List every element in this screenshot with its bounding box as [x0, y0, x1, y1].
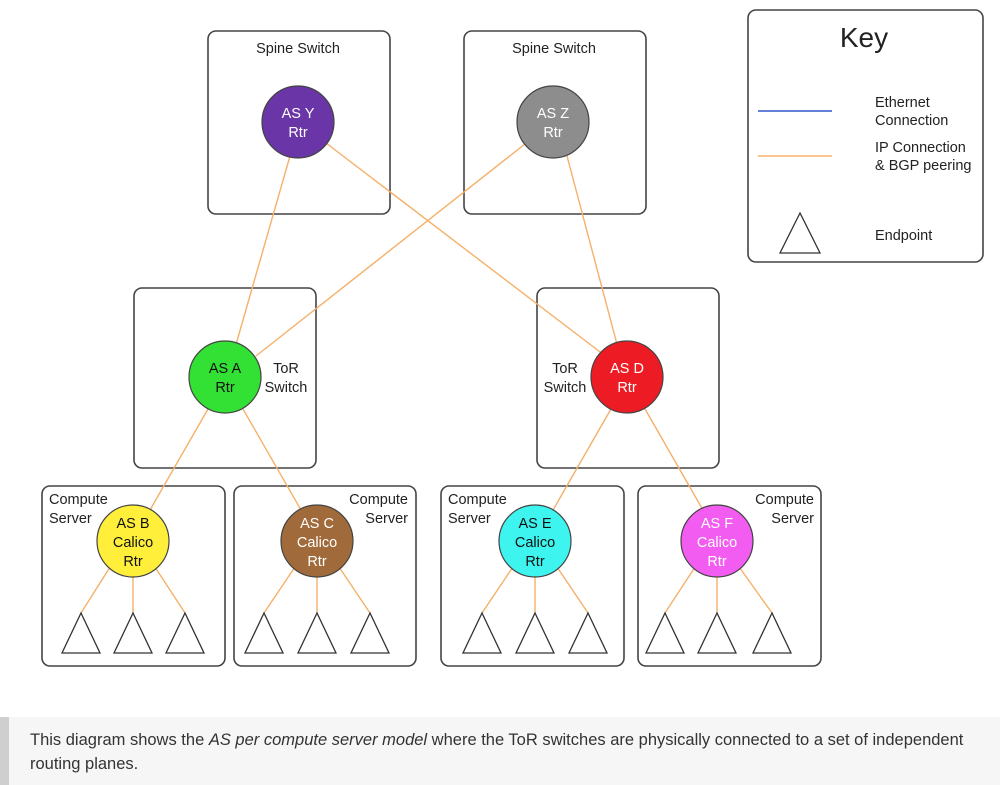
- router-node-circle: [680, 504, 754, 578]
- endpoint-triangle-icon: [243, 611, 285, 654]
- router-node-circle: [261, 85, 335, 159]
- link-asb-endpoint-1: [80, 563, 113, 614]
- endpoint-triangle-icon: [696, 611, 738, 654]
- endpoint-triangle-icon: [567, 611, 609, 654]
- endpoint-triangle-icon: [296, 611, 338, 654]
- ip-connections: [80, 139, 773, 614]
- router-node-label-1: AS D: [610, 361, 644, 377]
- router-node-label-1: AS E: [518, 516, 551, 532]
- ip-legend-label-2: & BGP peering: [875, 158, 971, 174]
- router-node-circle: [516, 85, 590, 159]
- endpoint-triangle-icon: [349, 611, 391, 654]
- compute-server-label-1: Compute: [448, 492, 507, 508]
- key-title: Key: [840, 22, 888, 53]
- compute-server-label-2: Server: [365, 511, 408, 527]
- router-as-d: AS D Rtr: [590, 340, 664, 414]
- spine-switch-label: Spine Switch: [256, 41, 340, 57]
- router-node-label-2: Calico: [515, 535, 555, 551]
- endpoint-legend-label: Endpoint: [875, 228, 932, 244]
- router-node-circle: [498, 504, 572, 578]
- compute-server-label-1: Compute: [349, 492, 408, 508]
- router-as-b: AS B Calico Rtr: [96, 504, 170, 578]
- link-asa-asc: [242, 408, 302, 511]
- ethernet-legend-label-2: Connection: [875, 113, 948, 129]
- router-node-label-2: Rtr: [543, 125, 563, 141]
- compute-server-label-1: Compute: [49, 492, 108, 508]
- endpoint-triangle-icon: [514, 611, 556, 654]
- endpoint-triangle-icon: [164, 611, 206, 654]
- link-asa-asb: [149, 408, 209, 511]
- caption-text-before: This diagram shows the: [30, 731, 209, 749]
- tor-switch-label-2: Switch: [544, 380, 587, 396]
- router-node-label-2: Rtr: [215, 380, 235, 396]
- caption-text-after: where the ToR switches are physically co…: [30, 731, 964, 773]
- link-asd-ase: [552, 408, 612, 511]
- router-as-a: AS A Rtr: [188, 340, 262, 414]
- link-asd-asf: [644, 408, 704, 511]
- caption-note: This diagram shows the AS per compute se…: [0, 717, 1000, 785]
- router-node-label-2: Rtr: [288, 125, 308, 141]
- link-asf-endpoint-3: [736, 563, 773, 614]
- router-node-label-3: Rtr: [307, 554, 327, 570]
- link-asy-asd: [325, 142, 605, 356]
- router-node-label-2: Calico: [297, 535, 337, 551]
- ethernet-legend-label-1: Ethernet: [875, 95, 930, 111]
- router-node-label-3: Rtr: [525, 554, 545, 570]
- router-as-c: AS C Calico Rtr: [280, 504, 354, 578]
- router-node-label-2: Calico: [113, 535, 153, 551]
- router-node-label-3: Rtr: [123, 554, 143, 570]
- link-ase-endpoint-3: [554, 563, 589, 614]
- router-node-label-3: Rtr: [707, 554, 727, 570]
- compute-server-label-2: Server: [49, 511, 92, 527]
- link-asb-endpoint-3: [152, 563, 186, 614]
- key-panel: Key Ethernet Connection IP Connection & …: [747, 9, 984, 263]
- router-as-y: AS Y Rtr: [261, 85, 335, 159]
- router-node-label-2: Rtr: [617, 380, 637, 396]
- router-as-e: AS E Calico Rtr: [498, 504, 572, 578]
- router-node-circle: [188, 340, 262, 414]
- link-asc-endpoint-3: [336, 563, 371, 614]
- router-as-z: AS Z Rtr: [516, 85, 590, 159]
- endpoint-triangle-icon: [461, 611, 503, 654]
- endpoint-triangle-icon: [751, 611, 793, 654]
- key-box: [747, 9, 984, 263]
- router-node-circle: [96, 504, 170, 578]
- compute-server-label-1: Compute: [755, 492, 814, 508]
- router-node-circle: [280, 504, 354, 578]
- ip-legend-label-1: IP Connection: [875, 140, 966, 156]
- router-node-label-1: AS C: [300, 516, 334, 532]
- endpoint-legend-icon: [778, 211, 822, 254]
- router-node-label-1: AS A: [209, 361, 242, 377]
- spine-switch-label: Spine Switch: [512, 41, 596, 57]
- endpoint-triangle-icon: [112, 611, 154, 654]
- router-node-label-1: AS B: [116, 516, 149, 532]
- tor-switch-label-2: Switch: [265, 380, 308, 396]
- router-node-label-1: AS Z: [537, 106, 569, 122]
- tor-switch-label-1: ToR: [552, 361, 578, 377]
- compute-server-label-2: Server: [771, 511, 814, 527]
- router-node-label-1: AS F: [701, 516, 733, 532]
- link-ase-endpoint-1: [481, 563, 516, 614]
- link-asz-asd: [566, 155, 619, 349]
- caption-emphasis: AS per compute server model: [208, 731, 428, 749]
- router-as-f: AS F Calico Rtr: [680, 504, 754, 578]
- endpoint-triangle-icon: [60, 611, 102, 654]
- router-node-circle: [590, 340, 664, 414]
- compute-server-label-2: Server: [448, 511, 491, 527]
- endpoint-triangle-icon: [644, 611, 686, 654]
- link-asy-asa: [234, 155, 291, 349]
- endpoints: [60, 611, 793, 654]
- router-node-label-2: Calico: [697, 535, 737, 551]
- router-node-label-1: AS Y: [282, 106, 315, 122]
- network-diagram: Key Ethernet Connection IP Connection & …: [41, 9, 984, 667]
- tor-switch-label-1: ToR: [273, 361, 299, 377]
- link-asz-asa: [255, 139, 531, 357]
- link-asf-endpoint-1: [664, 563, 698, 614]
- link-asc-endpoint-1: [263, 563, 298, 614]
